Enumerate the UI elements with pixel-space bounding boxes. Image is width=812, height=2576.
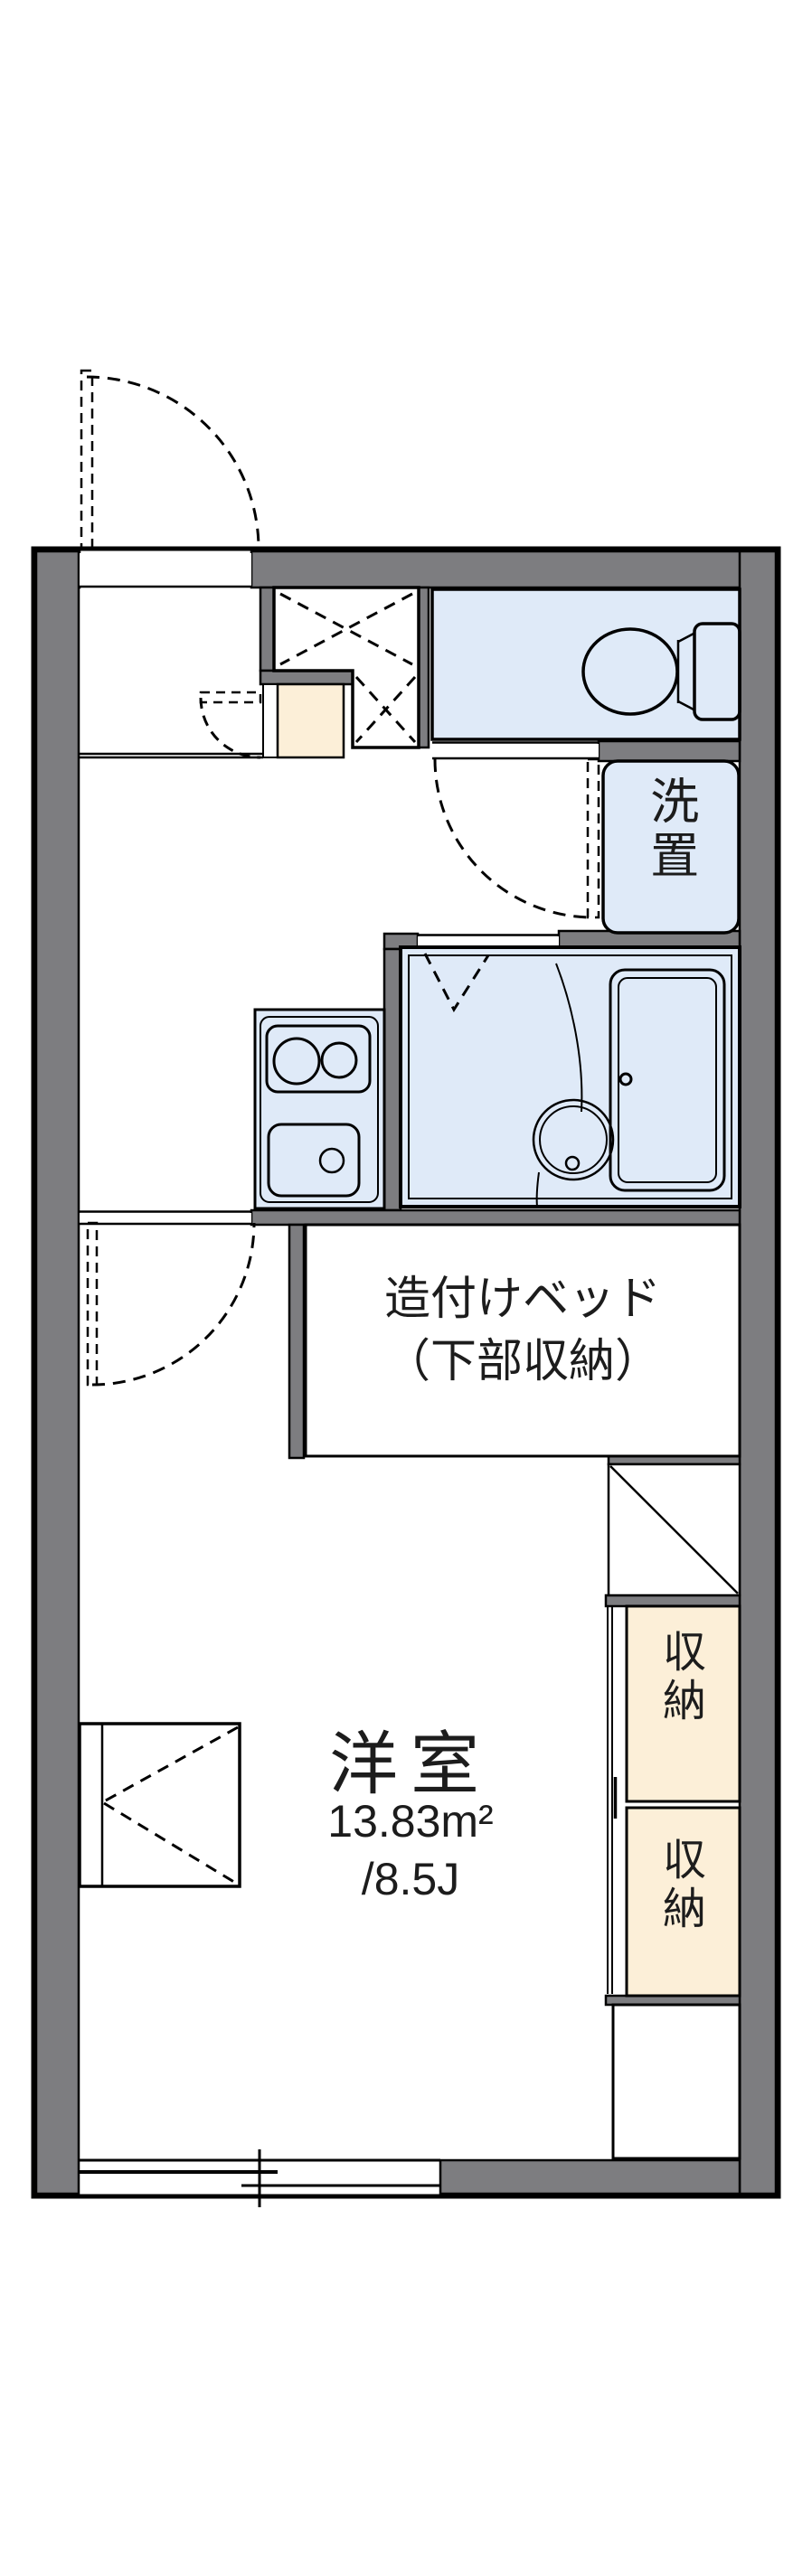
built-in-bed-label: 造付けベッド （下部収納） <box>306 1267 740 1393</box>
closets <box>607 1604 741 1998</box>
built-in-bed-label-line2: （下部収納） <box>383 1335 661 1387</box>
built-in-bed-area <box>304 1223 741 1458</box>
shoe-cabinet <box>262 682 345 759</box>
bath-folding-door <box>423 953 490 1013</box>
laundry-room <box>601 759 741 935</box>
bathtub <box>609 968 726 1192</box>
toilet-door <box>433 757 600 919</box>
corridor-door <box>199 691 262 759</box>
western-room-area-tatami: /8.5J <box>361 1854 460 1904</box>
kitchen-sink <box>267 1123 361 1198</box>
western-room-area-m2: 13.83m² <box>327 1796 494 1847</box>
entry-door <box>80 369 260 550</box>
desk-window-unit <box>78 1722 241 1888</box>
washbasin <box>532 963 615 1208</box>
closet-top-label: 収納 <box>656 1629 703 1726</box>
closet-top <box>625 1604 741 1803</box>
wall-structure <box>34 550 778 2195</box>
sliding-window <box>80 2149 440 2207</box>
wall-openings <box>80 553 599 1226</box>
lower-right-alcove <box>611 2003 741 2160</box>
entrance-step-line <box>80 752 263 759</box>
toilet-room <box>430 588 741 741</box>
refrigerator-space <box>607 1462 741 1597</box>
bathroom <box>399 945 741 1208</box>
closet-sliding-doors <box>607 1606 618 1994</box>
kitchen-counter <box>253 1008 386 1210</box>
laundry-label: 洗置 <box>642 776 697 884</box>
stove <box>265 1024 372 1094</box>
closet-bottom-label: 収納 <box>656 1837 703 1934</box>
outer-boundary <box>31 546 781 2199</box>
built-in-bed-label-line1: 造付けベッド <box>383 1273 661 1324</box>
toilet-fixture <box>581 622 741 721</box>
entrance-storage-unit <box>272 586 420 749</box>
western-room-name: 洋室 <box>329 1726 492 1803</box>
room-door <box>86 1221 256 1387</box>
closet-bottom <box>625 1806 741 1998</box>
